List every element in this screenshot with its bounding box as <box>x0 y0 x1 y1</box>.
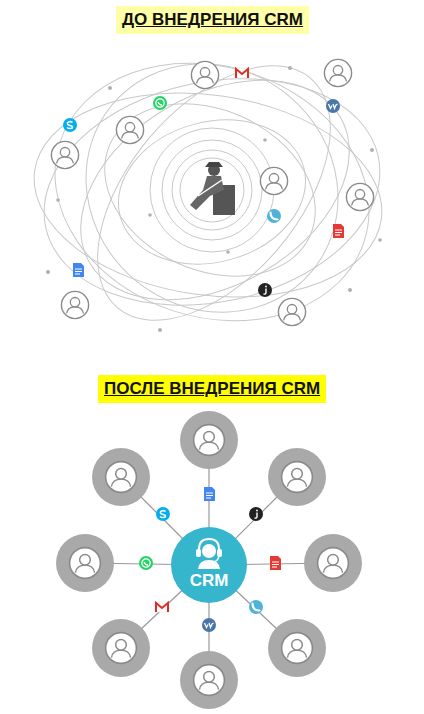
headset-icon <box>171 527 247 603</box>
person-icons-before <box>51 59 373 325</box>
orbit-dots <box>46 66 382 332</box>
section-heading: ПОСЛЕ ВНЕДРЕНИЯ CRM <box>98 375 326 403</box>
channel-icons-before <box>63 68 344 297</box>
channel-icons-after <box>139 487 281 632</box>
spokes <box>85 440 333 680</box>
person-circles-after <box>56 411 362 709</box>
hub-label: CRM <box>171 571 247 591</box>
orbit-lines <box>21 13 403 364</box>
crm-hub-circle: CRM <box>171 527 247 603</box>
spy-figure <box>190 162 235 215</box>
title-heading: ДО ВНЕДРЕНИЯ CRM <box>116 6 309 34</box>
